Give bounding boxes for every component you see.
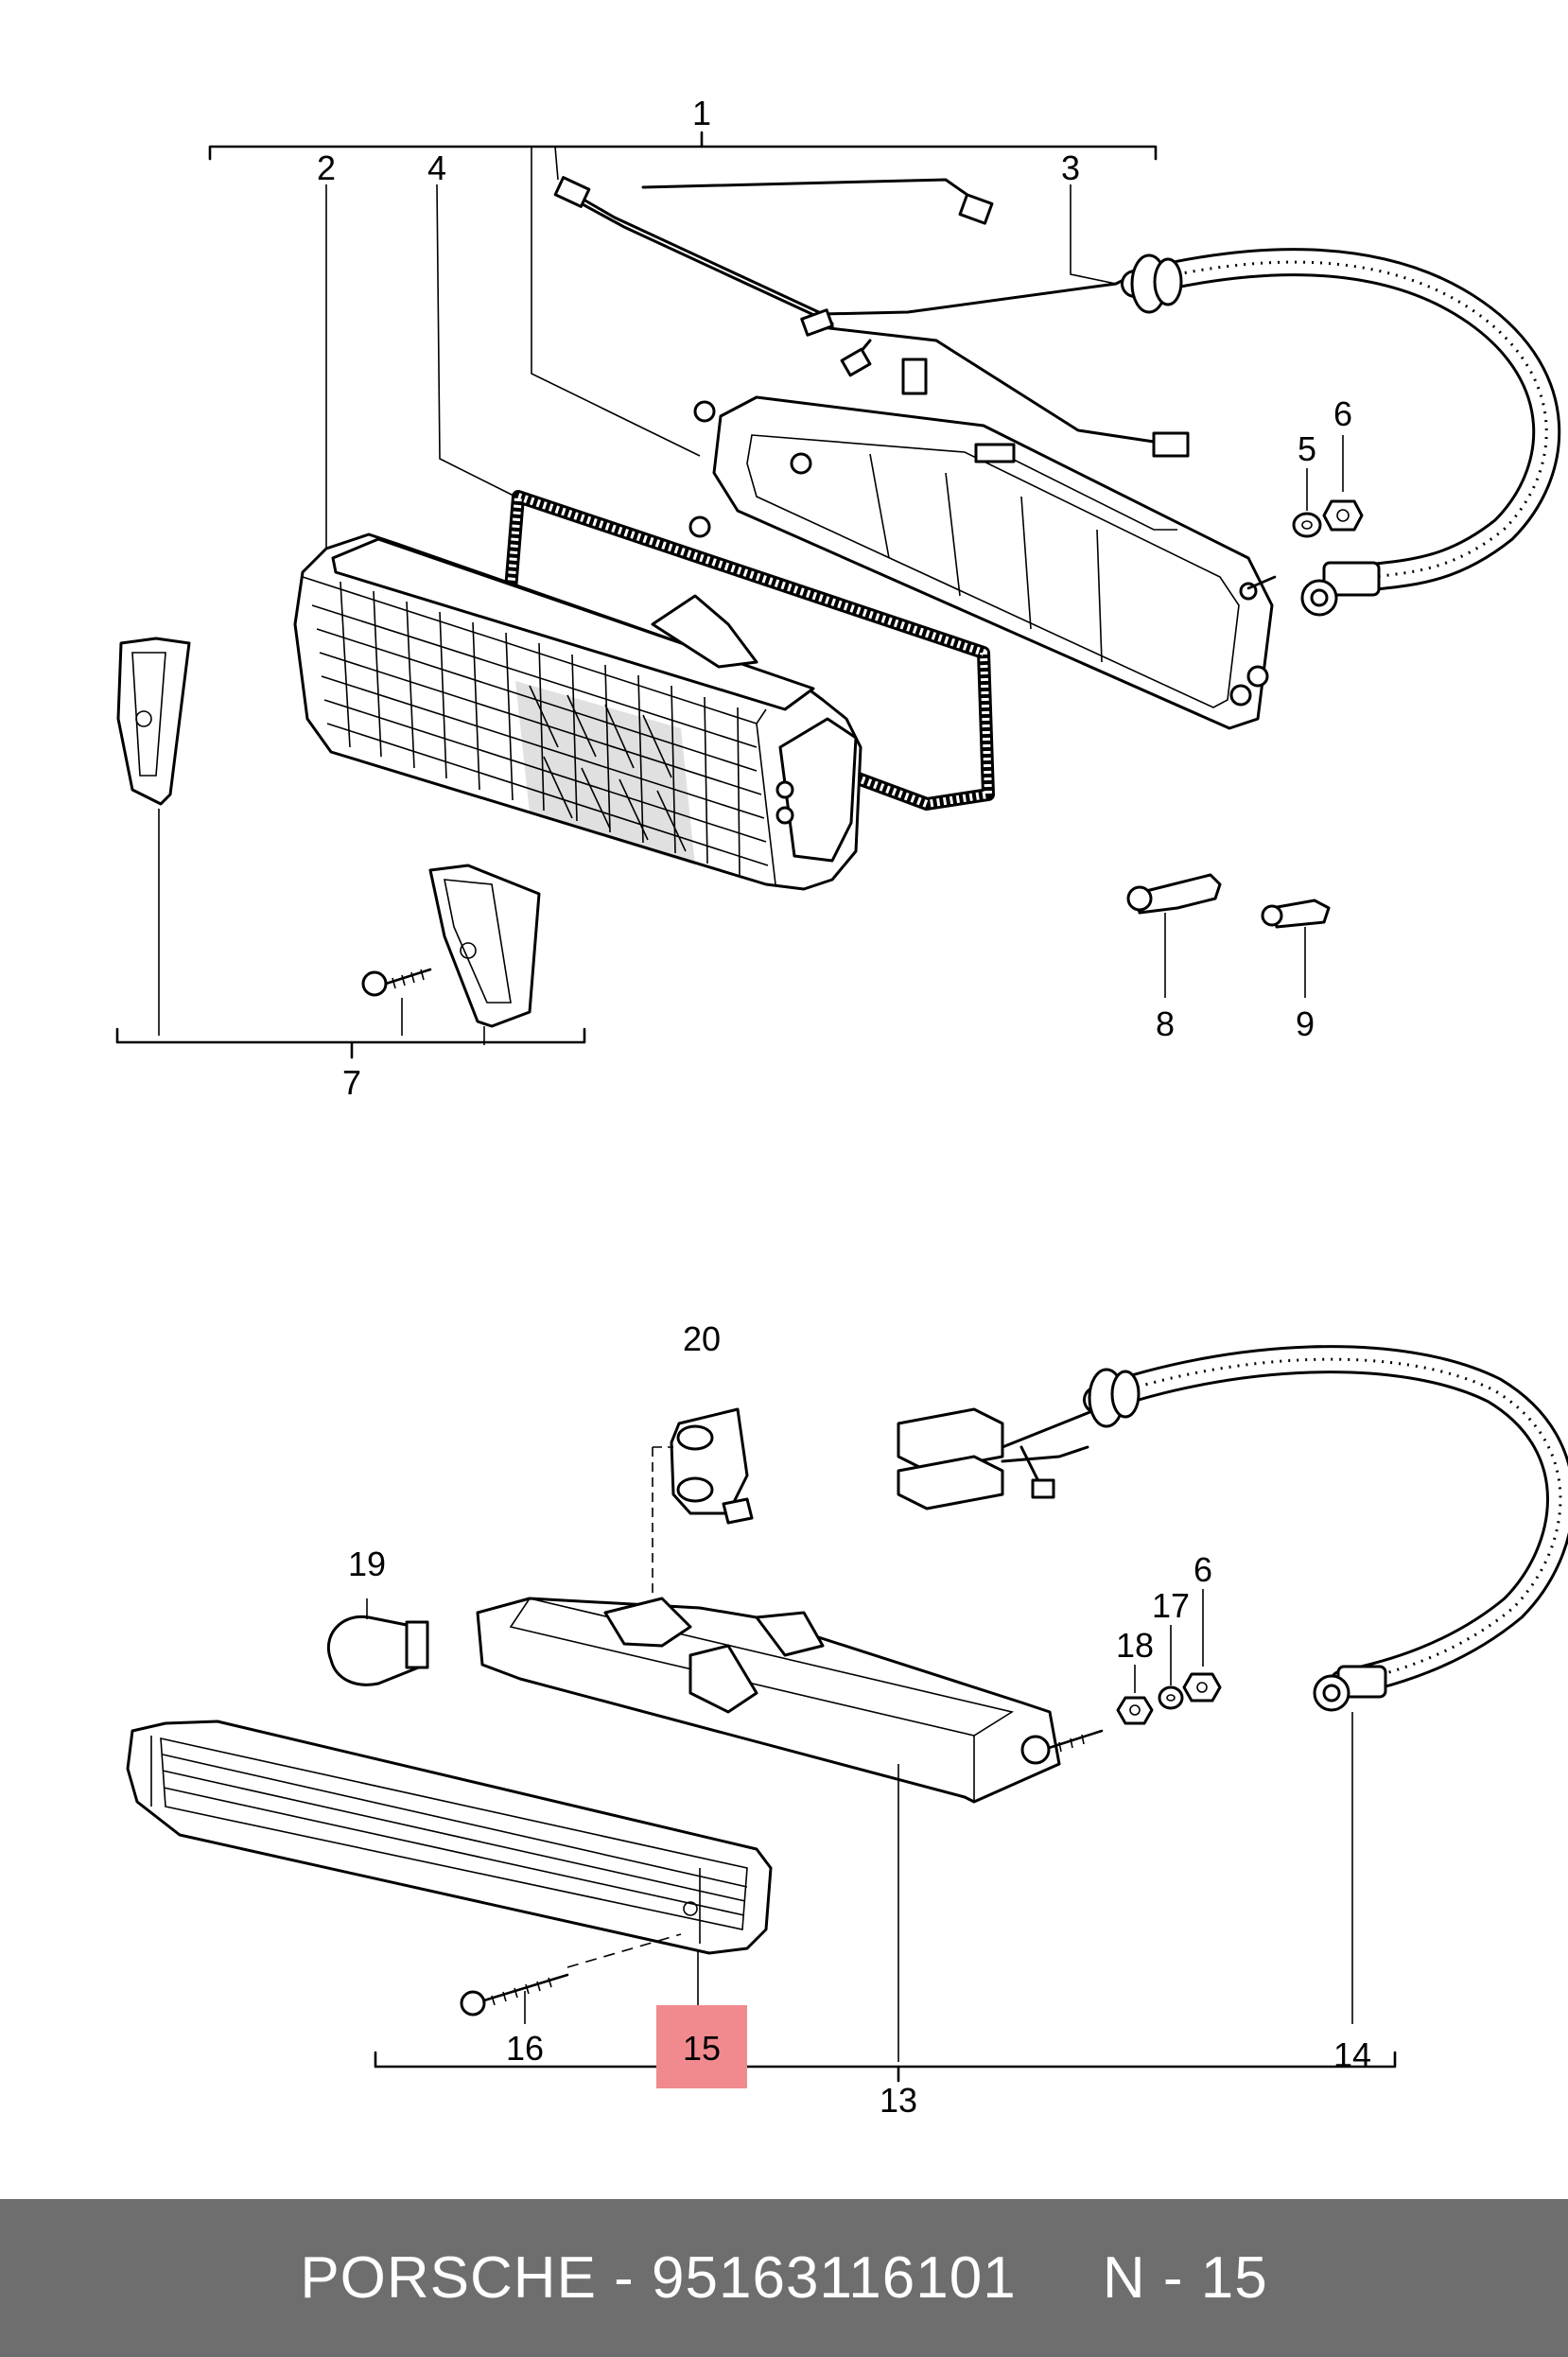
callout-9: 9 [1296, 1004, 1315, 1043]
sheathed-cable-lower [1083, 1345, 1568, 2024]
leader-4 [436, 183, 516, 498]
callout-17: 17 [1152, 1586, 1190, 1625]
nut-6-upper [1322, 435, 1364, 532]
bulb-9 [1261, 899, 1331, 998]
callout-13: 13 [880, 2081, 917, 2120]
callout-16: 16 [506, 2029, 544, 2068]
callout-15: 15 [683, 2029, 721, 2068]
highlight-15 [656, 2005, 747, 2088]
callout-19: 19 [348, 1545, 386, 1583]
callout-8: 8 [1156, 1004, 1175, 1043]
callout-20: 20 [683, 1319, 721, 1358]
leader-3 [1070, 184, 1117, 285]
washer-5 [1292, 468, 1322, 538]
nut-18 [1116, 1665, 1154, 1725]
callout-2: 2 [317, 148, 336, 187]
footer-bar: PORSCHE - 95163116101 N - 15 [0, 2199, 1568, 2357]
footer-part-number: PORSCHE - 95163116101 N - 15 [300, 2245, 1268, 2311]
bracket-7 [115, 1027, 586, 1059]
clip-20 [652, 1407, 754, 1594]
callout-18: 18 [1116, 1626, 1154, 1665]
bulb-19 [326, 1598, 429, 1686]
nut-6-lower [1182, 1589, 1222, 1702]
signal-housing [476, 1597, 1104, 2062]
connector-lower [897, 1407, 1099, 1510]
signal-lens [126, 1720, 773, 1955]
callout-5: 5 [1298, 429, 1316, 468]
callout-6-upper: 6 [1333, 394, 1352, 433]
screw-7 [361, 968, 432, 1036]
side-reflector-upper [116, 637, 191, 1036]
parts-diagram: 1 2 3 4 5 6 7 8 9 20 19 17 6 18 16 15 14… [115, 94, 1568, 2120]
bracket-1 [208, 131, 1158, 457]
callout-6-lower: 6 [1193, 1550, 1212, 1589]
callout-7: 7 [342, 1063, 361, 1102]
side-reflector-lower [428, 864, 541, 1045]
headlamp-housing [688, 395, 1277, 730]
washer-17 [1158, 1625, 1184, 1710]
bracket-13 [374, 2051, 1397, 2083]
callout-14: 14 [1333, 2035, 1371, 2074]
screw-16 [460, 1933, 682, 2024]
callout-1: 1 [692, 94, 711, 132]
bulb-8 [1126, 873, 1222, 998]
headlamp-lens [293, 533, 862, 891]
sheathed-cable-upper [1121, 248, 1561, 617]
callout-3: 3 [1061, 148, 1080, 187]
callout-4: 4 [427, 148, 446, 187]
